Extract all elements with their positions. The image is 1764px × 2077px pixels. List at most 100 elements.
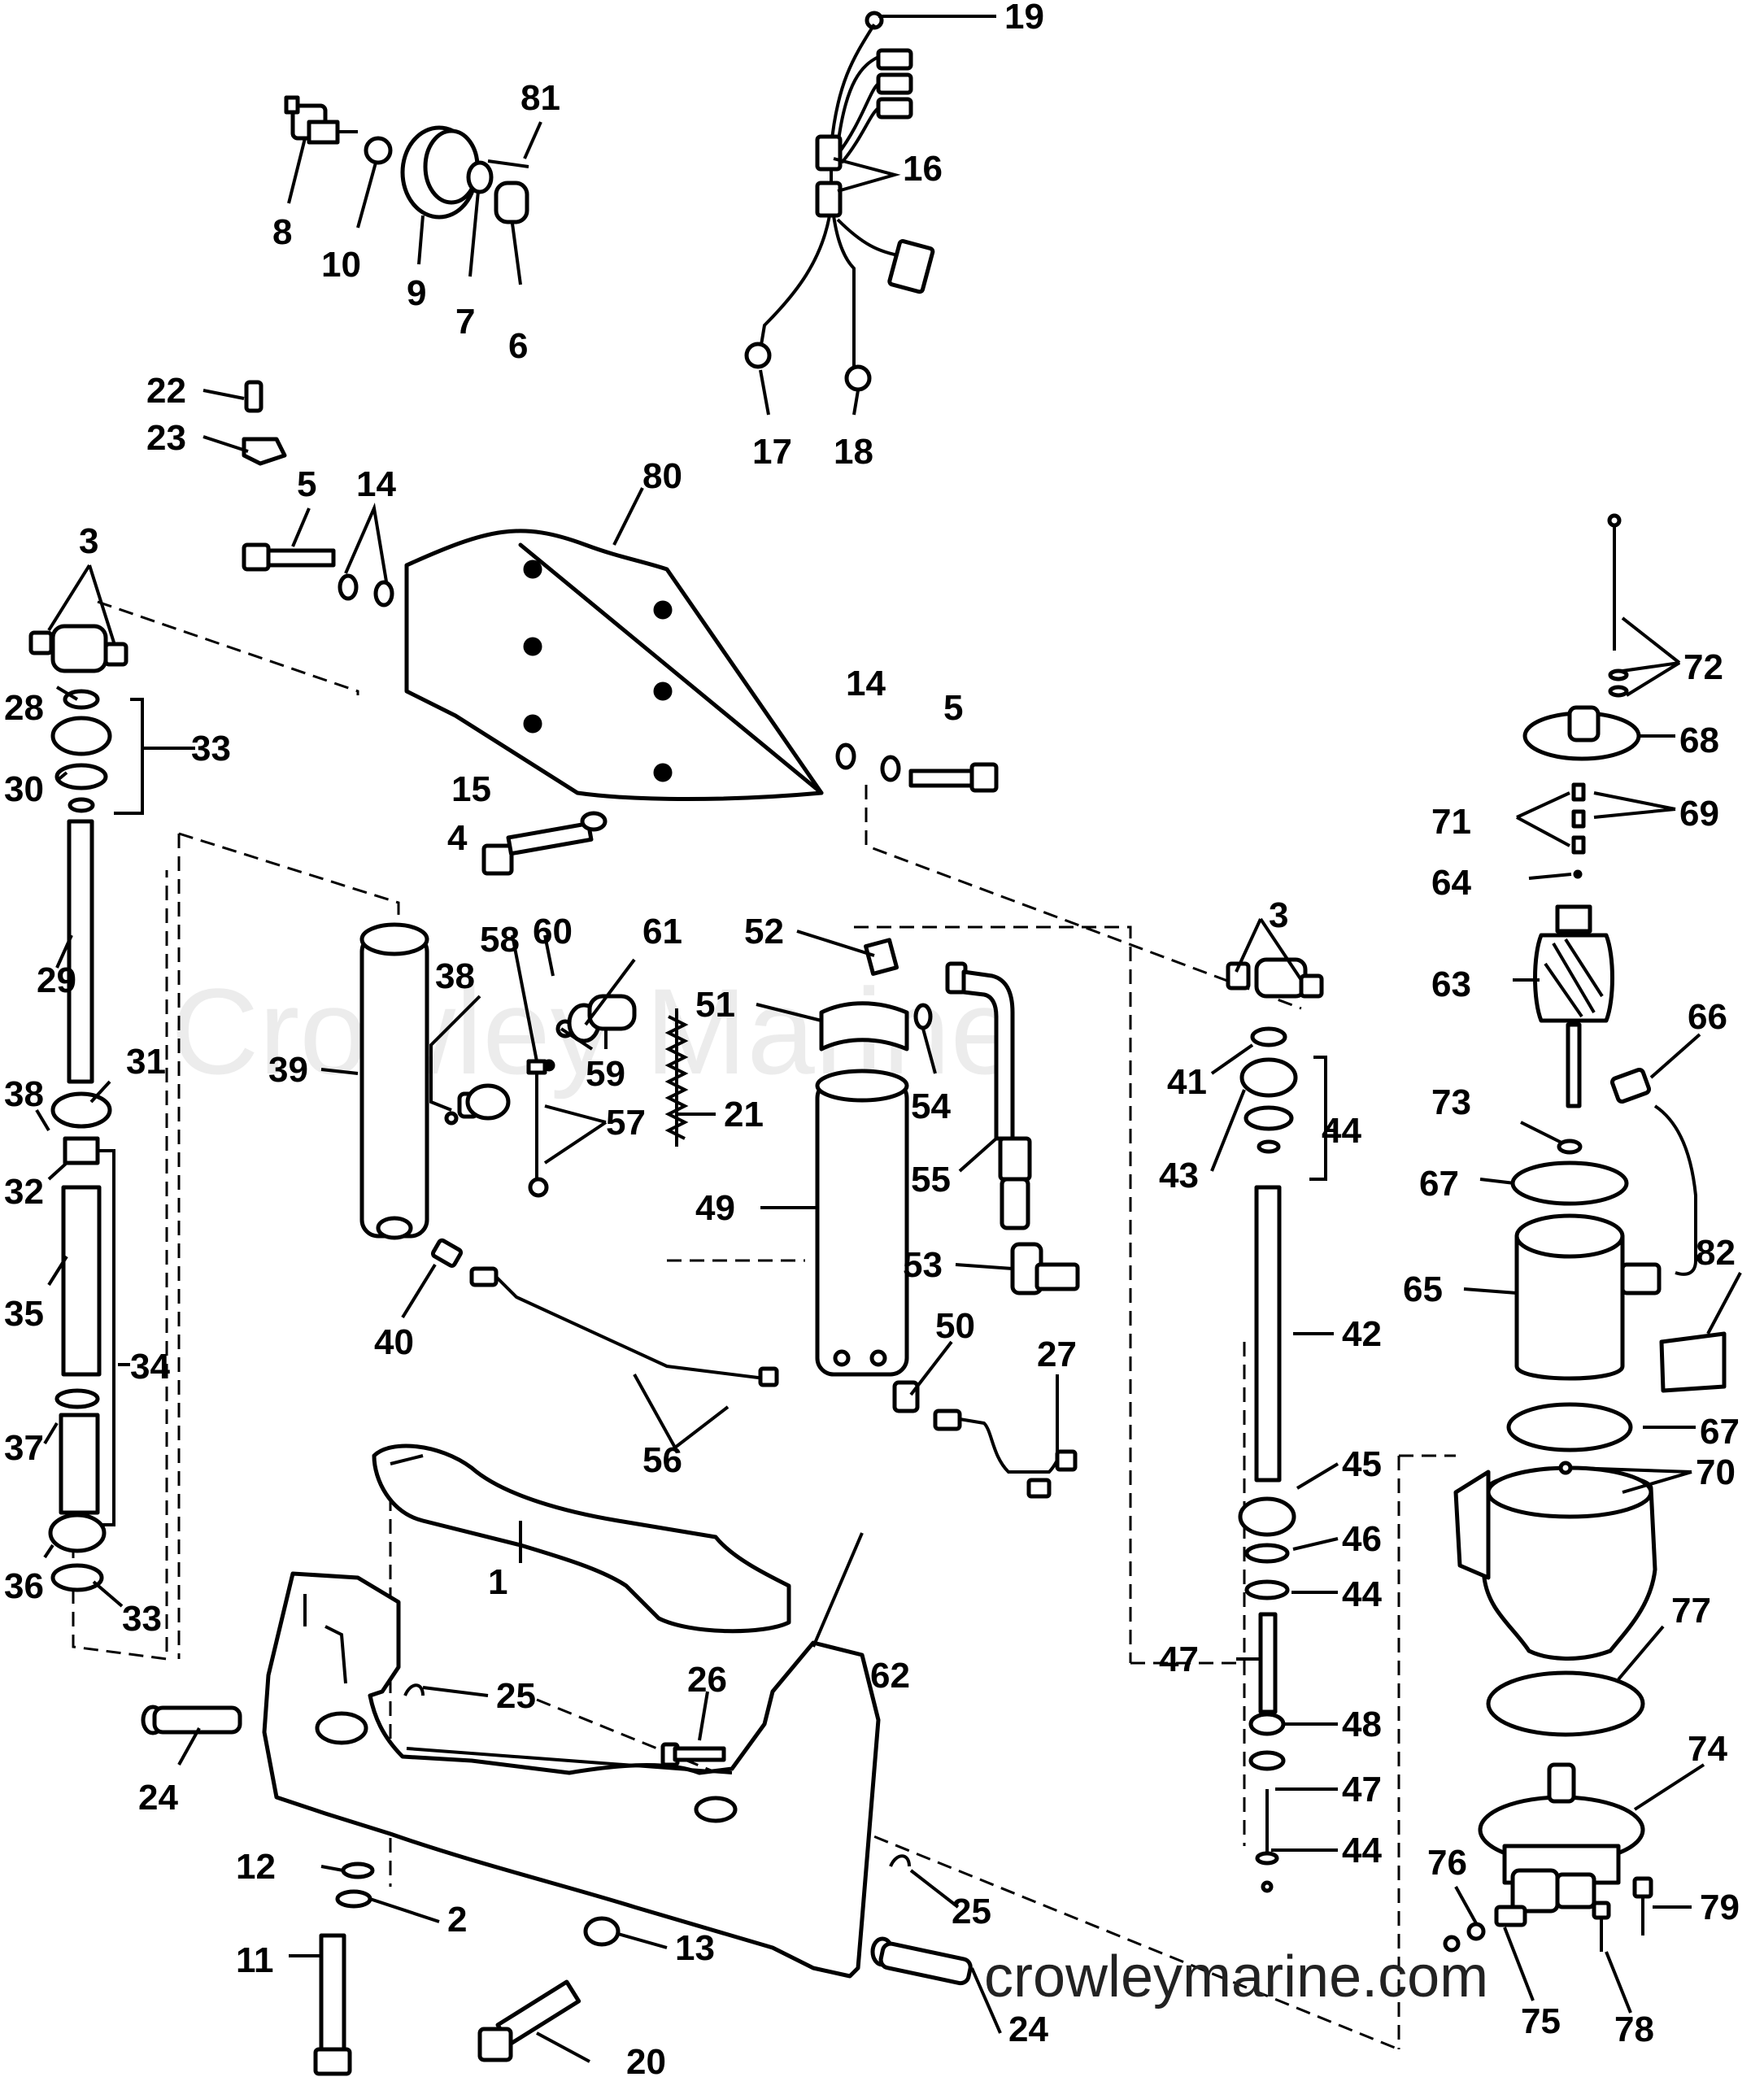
motor-assembly bbox=[1522, 513, 1641, 1108]
callout-13: 13 bbox=[675, 1928, 715, 1968]
washer-part bbox=[364, 136, 393, 165]
callout-60: 60 bbox=[533, 912, 573, 951]
callout-18: 18 bbox=[834, 432, 873, 472]
screw-78-part bbox=[1592, 1901, 1611, 1952]
callout-6: 6 bbox=[508, 326, 528, 366]
callout-35: 35 bbox=[4, 1294, 44, 1334]
bolt-part bbox=[242, 542, 394, 607]
callout-47-lower: 47 bbox=[1342, 1770, 1382, 1809]
right-pivot-assembly bbox=[1226, 957, 1327, 1600]
nut-13-part bbox=[583, 1916, 621, 1947]
callout-76: 76 bbox=[1427, 1843, 1467, 1883]
callout-19: 19 bbox=[1004, 0, 1044, 37]
callout-58: 58 bbox=[480, 920, 520, 960]
cable-66-part bbox=[1609, 1067, 1697, 1276]
callout-74: 74 bbox=[1688, 1729, 1727, 1769]
callout-5-left: 5 bbox=[297, 464, 316, 504]
callout-10: 10 bbox=[321, 245, 361, 285]
callout-68: 68 bbox=[1679, 721, 1719, 760]
callout-36: 36 bbox=[4, 1566, 44, 1606]
callout-15: 15 bbox=[451, 769, 491, 809]
callout-61: 61 bbox=[642, 912, 682, 951]
callout-47-upper: 47 bbox=[1159, 1639, 1199, 1679]
callout-23: 23 bbox=[146, 418, 186, 458]
nut-part bbox=[466, 160, 494, 194]
callout-16: 16 bbox=[903, 149, 943, 189]
callout-66: 66 bbox=[1688, 997, 1727, 1037]
callout-71: 71 bbox=[1431, 802, 1471, 842]
callout-49: 49 bbox=[695, 1188, 735, 1228]
ball-76-part bbox=[1466, 1922, 1486, 1941]
o-ring-77-part bbox=[1486, 1670, 1645, 1737]
cylinder-39-part bbox=[359, 922, 429, 1240]
callout-64: 64 bbox=[1431, 863, 1471, 903]
callout-72: 72 bbox=[1683, 647, 1723, 687]
callout-70: 70 bbox=[1696, 1452, 1736, 1492]
callout-25-lower: 25 bbox=[952, 1892, 991, 1931]
callout-32: 32 bbox=[4, 1172, 44, 1212]
callout-54: 54 bbox=[911, 1086, 951, 1126]
callout-labels: 19 16 17 18 81 8 10 9 7 6 22 23 5 14 80 … bbox=[4, 0, 1740, 2077]
shield-plate-part bbox=[404, 529, 824, 801]
callout-67-upper: 67 bbox=[1419, 1164, 1459, 1204]
callout-5-right: 5 bbox=[943, 688, 963, 728]
callout-26: 26 bbox=[687, 1660, 727, 1700]
elbow-53-part bbox=[1010, 1242, 1080, 1295]
callout-33-upper: 33 bbox=[191, 729, 231, 769]
screw-part bbox=[487, 159, 529, 168]
callout-29: 29 bbox=[37, 960, 76, 1000]
callout-46: 46 bbox=[1342, 1519, 1382, 1559]
callout-53: 53 bbox=[903, 1245, 943, 1285]
washer-2-part bbox=[335, 1889, 372, 1909]
washer-12-part bbox=[341, 1861, 375, 1879]
callout-45: 45 bbox=[1342, 1444, 1382, 1484]
leader-lines bbox=[35, 15, 1742, 2063]
callout-69: 69 bbox=[1679, 794, 1719, 834]
screw-79-part bbox=[1632, 1876, 1653, 1935]
callout-52: 52 bbox=[744, 912, 784, 951]
callout-78: 78 bbox=[1614, 2010, 1654, 2049]
o-ring-67-upper bbox=[1510, 1160, 1629, 1206]
callout-79: 79 bbox=[1700, 1888, 1740, 1927]
callout-67-lower: 67 bbox=[1700, 1412, 1740, 1452]
callout-2: 2 bbox=[447, 1900, 467, 1940]
callout-42: 42 bbox=[1342, 1314, 1382, 1354]
pump-74-part bbox=[1478, 1762, 1645, 1914]
callout-17: 17 bbox=[752, 432, 792, 472]
callout-25-upper: 25 bbox=[496, 1676, 536, 1716]
screw-26-part bbox=[660, 1742, 726, 1767]
callout-37: 37 bbox=[4, 1428, 44, 1468]
callout-12: 12 bbox=[236, 1847, 276, 1887]
callout-31: 31 bbox=[126, 1042, 166, 1082]
callout-34: 34 bbox=[130, 1347, 170, 1387]
callout-40: 40 bbox=[374, 1322, 414, 1362]
callout-7: 7 bbox=[455, 302, 475, 342]
wire-harness-part bbox=[744, 11, 935, 392]
hose-55-part bbox=[945, 961, 1032, 1230]
callout-3-right: 3 bbox=[1269, 895, 1288, 935]
callout-55: 55 bbox=[911, 1160, 951, 1200]
callout-38-left: 38 bbox=[4, 1074, 44, 1114]
callout-28: 28 bbox=[4, 688, 44, 728]
callout-38: 38 bbox=[435, 956, 475, 996]
switch-part bbox=[284, 95, 358, 145]
callout-56: 56 bbox=[642, 1440, 682, 1480]
callout-30: 30 bbox=[4, 769, 44, 809]
callout-8: 8 bbox=[272, 212, 292, 252]
callout-75: 75 bbox=[1521, 2001, 1561, 2041]
washer-73-part bbox=[1557, 1139, 1583, 1155]
callout-39: 39 bbox=[268, 1050, 308, 1090]
callout-14-right: 14 bbox=[846, 664, 886, 703]
swivel-bracket-part bbox=[372, 1443, 791, 1634]
callout-73: 73 bbox=[1431, 1082, 1471, 1122]
callout-22: 22 bbox=[146, 371, 186, 411]
seal-75-part bbox=[1443, 1935, 1461, 1953]
callout-4: 4 bbox=[447, 818, 468, 858]
callout-41: 41 bbox=[1167, 1062, 1207, 1102]
callout-82: 82 bbox=[1696, 1233, 1736, 1273]
bolt-11-part bbox=[313, 1933, 352, 2076]
bolt-5-right-part bbox=[835, 742, 999, 793]
callout-9: 9 bbox=[407, 273, 426, 313]
valve-shafts-47-part bbox=[1248, 1612, 1286, 1893]
